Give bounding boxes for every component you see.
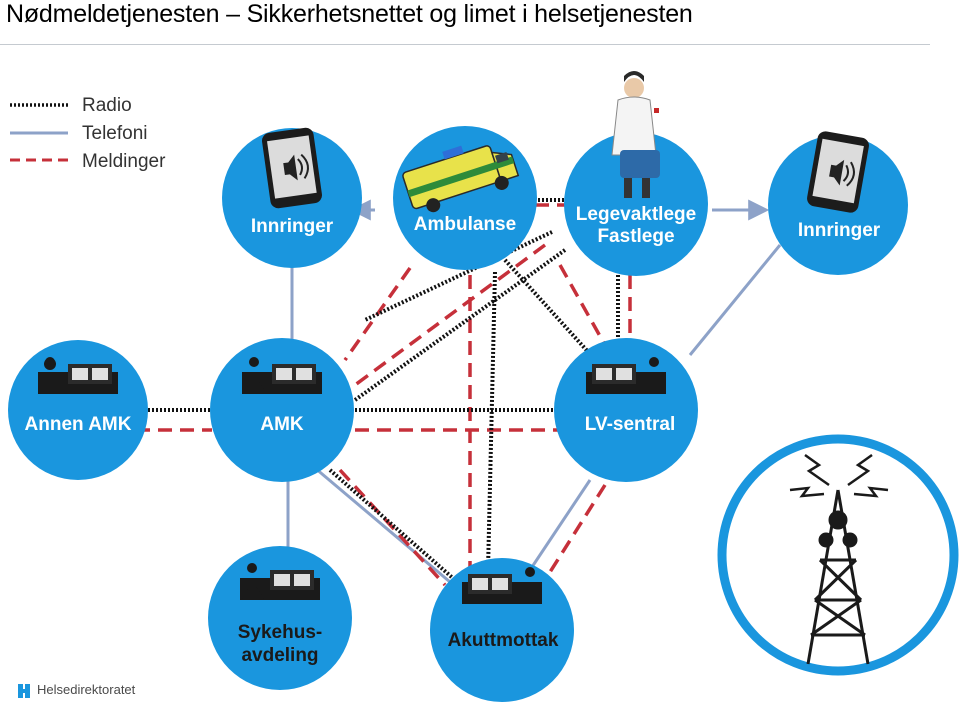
radio-legevakt-amk-upper bbox=[364, 230, 553, 322]
operator-icon bbox=[462, 567, 542, 604]
node-annen-amk bbox=[8, 340, 148, 480]
label-innringer-left: Innringer bbox=[250, 216, 334, 237]
operator-icon bbox=[240, 563, 320, 600]
helsedirektoratet-logo-mark bbox=[18, 684, 30, 698]
legend-label-radio: Radio bbox=[82, 95, 132, 116]
phone-icon bbox=[807, 131, 869, 213]
label-ambulanse: Ambulanse bbox=[413, 214, 517, 235]
label-legevakt-line1: Legevaktlege bbox=[575, 204, 697, 225]
label-akuttmottak: Akuttmottak bbox=[447, 630, 559, 651]
title-divider bbox=[0, 44, 930, 45]
telefoni-amk-akuttmottak bbox=[314, 466, 451, 584]
label-lv-sentral: LV-sentral bbox=[584, 414, 676, 435]
label-sykehus-line2: avdeling bbox=[241, 645, 319, 666]
label-innringer-right: Innringer bbox=[797, 220, 881, 241]
doctor-icon bbox=[611, 71, 660, 198]
connections bbox=[136, 198, 782, 587]
logo-text: Helsedirektoratet bbox=[37, 682, 136, 697]
helsedirektoratet-logo: Helsedirektoratet bbox=[18, 682, 135, 697]
label-legevakt-line2: Fastlege bbox=[597, 226, 675, 247]
radio-ambulanse-akuttmottak bbox=[486, 271, 497, 571]
node-amk bbox=[210, 338, 354, 482]
radio-legevakt-amk bbox=[353, 248, 567, 402]
operator-icon bbox=[38, 357, 118, 394]
node-lv-sentral bbox=[554, 338, 698, 482]
melding-legevakt-amk bbox=[353, 243, 547, 387]
node-radio-tower-ring bbox=[717, 434, 959, 676]
operator-icon bbox=[242, 357, 322, 394]
operator-icon bbox=[586, 357, 666, 394]
node-legevakt bbox=[564, 132, 708, 276]
radio-ambulanse-lv bbox=[503, 258, 602, 367]
melding-legevakt-lv-2 bbox=[558, 264, 607, 346]
legend-label-meldinger: Meldinger bbox=[82, 151, 166, 172]
phone-icon bbox=[261, 127, 323, 209]
melding-lv-akuttmottak bbox=[543, 484, 607, 581]
label-sykehus-line1: Sykehus- bbox=[237, 622, 323, 643]
logo-mark-spacer bbox=[18, 683, 32, 697]
legend-label-telefoni: Telefoni bbox=[82, 123, 148, 144]
telefoni-innringer-lv bbox=[688, 244, 782, 356]
node-sykehus bbox=[208, 546, 352, 690]
ambulance-icon bbox=[402, 145, 520, 213]
telefoni-lv-akuttmottak bbox=[528, 479, 592, 571]
radio-tower-icon bbox=[789, 453, 889, 665]
label-annen-amk: Annen AMK bbox=[24, 414, 132, 435]
page-title: Nødmeldetjenesten – Sikkerhetsnettet og … bbox=[6, 0, 693, 28]
legend-samples bbox=[10, 103, 68, 162]
label-amk: AMK bbox=[260, 414, 304, 435]
